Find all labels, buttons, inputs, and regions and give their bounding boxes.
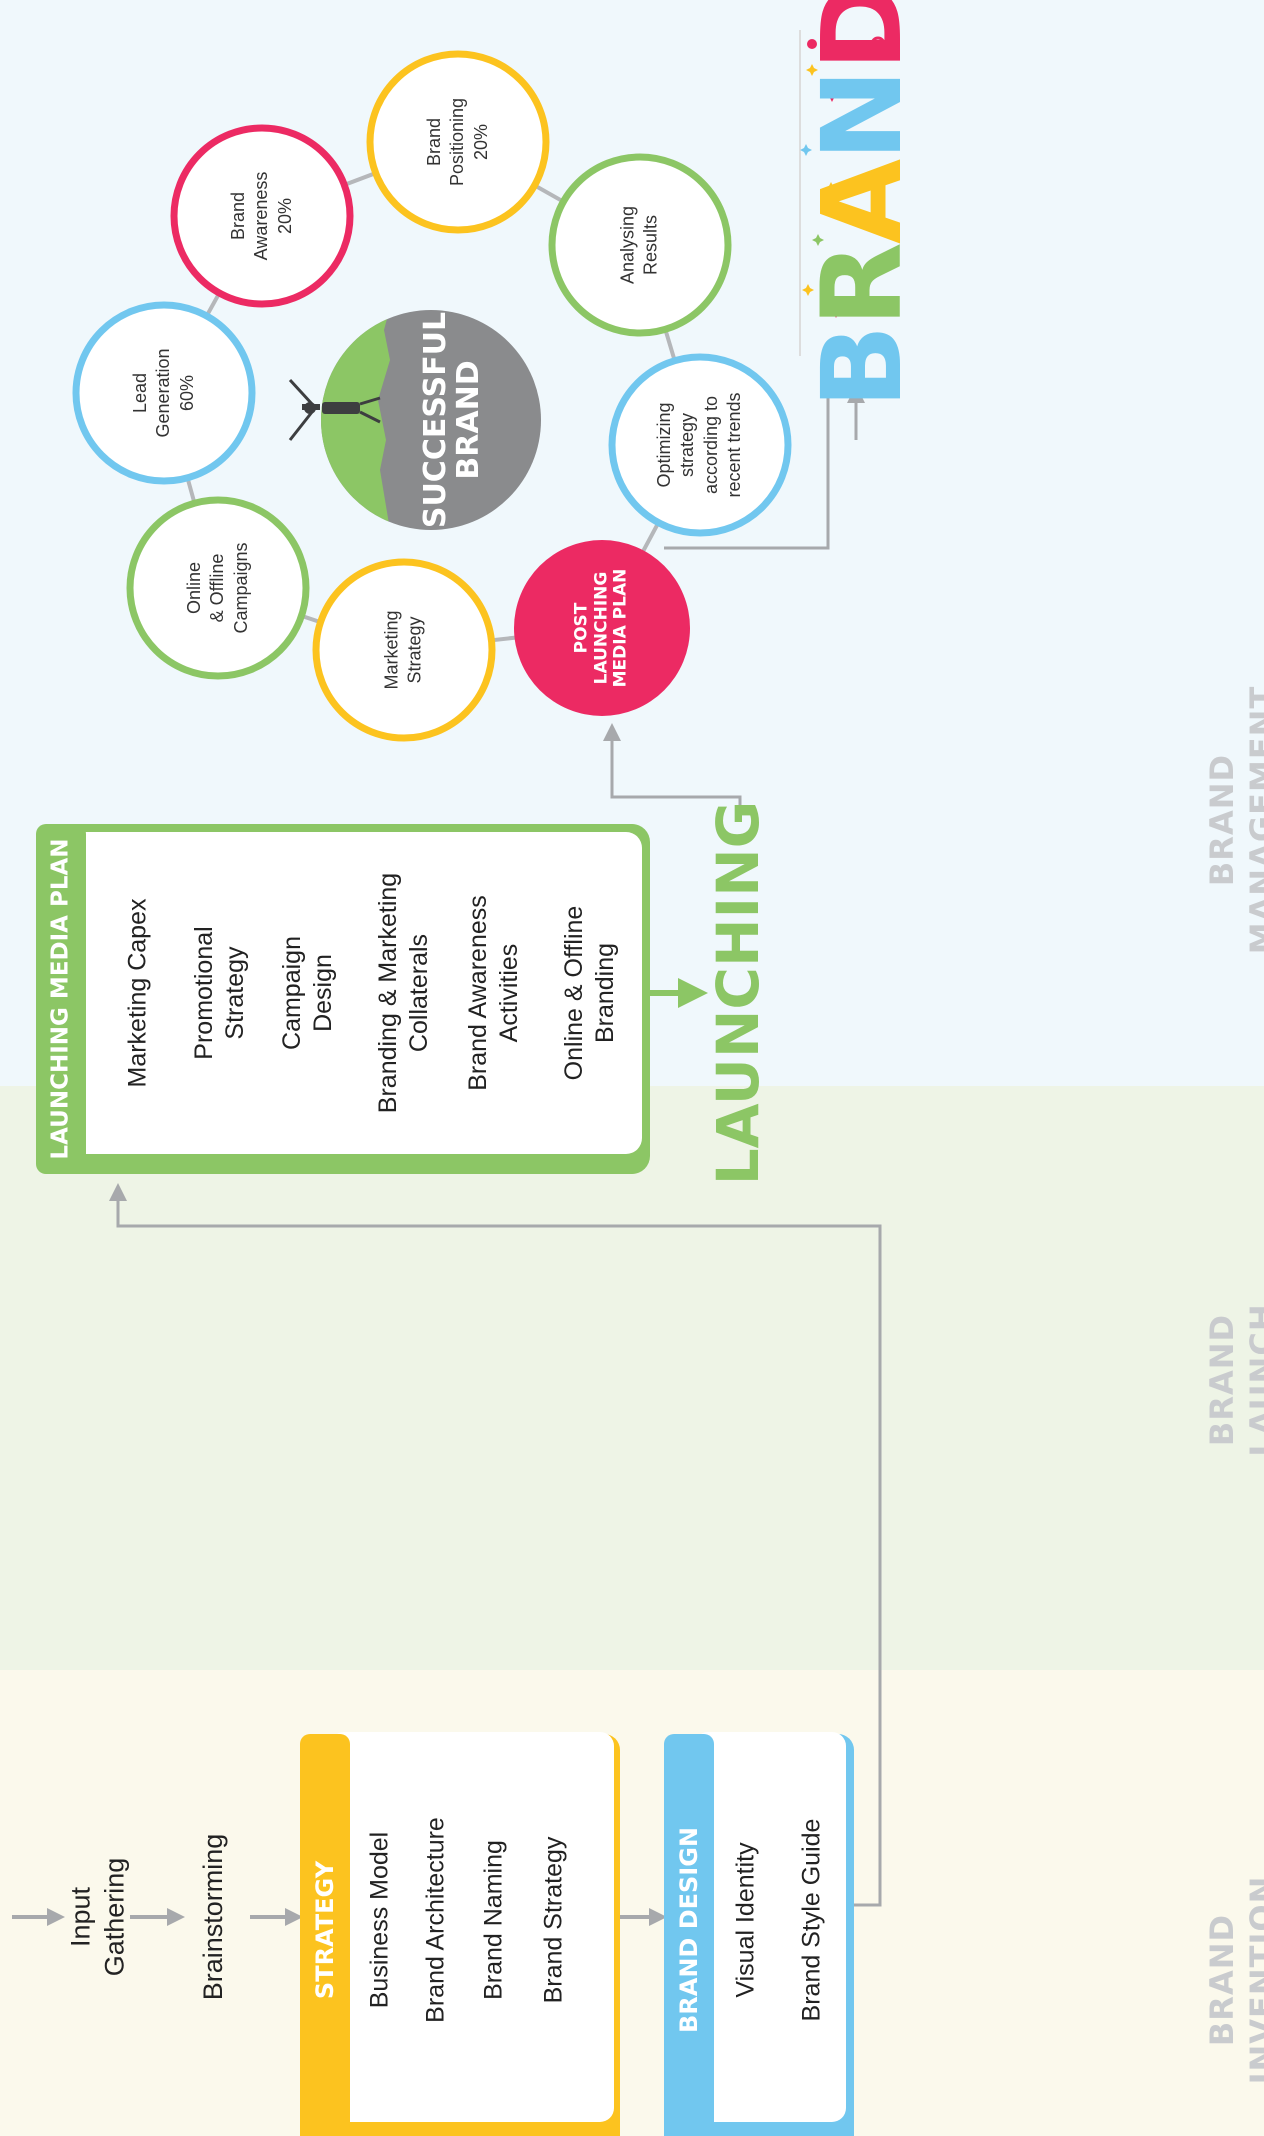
brand-design-card [694,1732,846,2122]
sparkle-icon [802,284,814,296]
launch-tab [36,824,86,1174]
brand-letter-0: B [798,326,926,409]
cycle-node-0: Marketing Strategy [381,610,425,690]
brand-letter-1: R [798,243,926,327]
strategy-tab-title: STRATEGY [311,1860,339,2000]
post-launching-label: POST LAUNCHING MEDIA PLAN [571,568,631,688]
cycle-node-circle-0 [312,558,496,742]
step-brainstorming: Brainstorming [198,1833,229,2001]
launch-item-4: Brand Awareness Activities [463,895,523,1091]
launch-tab-title: LAUNCHING MEDIA PLAN [47,838,74,1160]
launch-card [66,832,642,1154]
step-input-gathering: Input Gathering [65,1857,129,1977]
brand-letter-3: N [798,70,926,161]
launching-label: LAUNCHING [703,800,772,1186]
cycle-node-circle-1 [126,496,310,680]
launch-item-1: Promotional Strategy [189,926,249,1060]
cycle-node-circle-5 [548,153,732,337]
person-silhouette-icon [288,378,381,441]
launch-item-2: Campaign Design [277,936,337,1050]
strategy-item-2: Brand Naming [479,1840,508,2000]
cycle-node-circle-2 [72,301,256,485]
sparkle-icon [826,90,838,102]
strategy-item-3: Brand Strategy [539,1836,568,2004]
brand-word-art: BRAND [798,0,926,409]
cycle-node-circle-4 [366,50,550,234]
sparkle-icon [830,306,842,318]
connector-invention-to-launch [109,1183,882,1907]
cycle-node-2: Lead Generation 60% [129,348,197,438]
sparkle-icon [806,64,818,76]
brand-illustration [799,30,886,356]
strategy-item-1: Brand Architecture [421,1817,450,2023]
brand-letter-2: A [798,160,926,244]
cycle-node-5: Analysing Results [617,205,661,285]
brand-design-tab [664,1734,714,2134]
cycle-node-4: Brand Positioning 20% [423,97,491,187]
launch-item-0: Marketing Capex [123,898,152,1088]
zone-brand-launch [0,1086,1264,1670]
successful-brand-label: SUCCESSFUL BRAND [418,311,486,529]
brand-design-item-0: Visual Identity [731,1842,760,1998]
zone-brand-invention [0,1670,1264,2136]
brand-design-tab-title: BRAND DESIGN [675,1826,703,2034]
successful-brand-circle [288,310,541,530]
launch-item-5: Online & Offline Branding [559,905,619,1081]
strategy-card [330,1732,614,2122]
cycle-node-3: Brand Awareness 20% [227,171,295,261]
cycle-node-circle-3 [170,124,354,308]
connector-launch-to-post [603,723,742,810]
brand-letter-4: D [798,0,926,71]
cycle-node-circle-6 [608,353,792,537]
cycle-node-6: Optimizing strategy according to recent … [654,392,745,498]
post-launching-circle [514,540,690,716]
brand-design-item-1: Brand Style Guide [797,1818,826,2022]
strategy-tab [300,1734,350,2134]
cycle-node-1: Online & Offline Campaigns [183,542,251,634]
sparkle-icon [800,144,812,156]
strategy-item-0: Business Model [365,1831,394,2009]
launch-item-3: Branding & Marketing Collaterals [373,872,433,1114]
sparkle-icon [812,234,824,246]
